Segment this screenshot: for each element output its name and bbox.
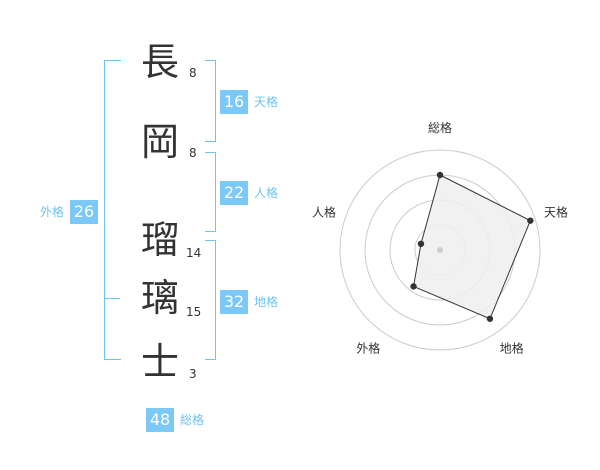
radar-point-3: [486, 315, 494, 322]
radar-point-5: [417, 240, 425, 248]
gaikaku-bracket: [104, 60, 121, 360]
stroke-count-2: 8: [189, 146, 197, 160]
stroke-count-5: 3: [189, 367, 197, 381]
soukaku-badge: 48: [146, 408, 174, 432]
radar-point-1: [436, 171, 444, 179]
name-char-1: 長: [140, 40, 179, 84]
radar-ring-4: [339, 149, 541, 351]
radar-point-2: [527, 217, 534, 224]
jinkaku-badge: 22: [220, 181, 248, 205]
radar-axis-label-4: 外格: [356, 341, 380, 356]
gaikaku-label: 外格: [40, 205, 65, 219]
gaikaku-bracket-stub: [104, 298, 120, 299]
chikaku-badge: 32: [220, 290, 248, 314]
radar-axis-label-3: 地格: [500, 341, 524, 356]
radar-axis-label-1: 総格: [428, 120, 452, 135]
jinkaku-label: 人格: [254, 186, 279, 200]
name-char-5: 士: [140, 340, 179, 384]
name-char-4: 璃: [140, 276, 179, 320]
gaikaku-badge: 26: [70, 200, 98, 224]
tenkaku-bracket: [205, 60, 216, 142]
radar-series-area: [412, 174, 531, 320]
name-char-2: 岡: [140, 120, 179, 164]
chikaku-bracket: [205, 240, 216, 360]
chikaku-label: 地格: [254, 295, 279, 309]
stroke-count-4: 15: [186, 305, 202, 319]
name-char-3: 瑠: [140, 218, 179, 262]
radar-axis-label-5: 人格: [312, 204, 336, 219]
radar-axis-label-2: 天格: [544, 204, 568, 219]
tenkaku-badge: 16: [220, 90, 248, 114]
stroke-count-3: 14: [186, 246, 202, 260]
radar-point-4: [410, 283, 417, 290]
tenkaku-label: 天格: [254, 95, 279, 109]
radar-center-dot: [437, 247, 443, 253]
jinkaku-bracket: [205, 152, 216, 232]
soukaku-label: 総格: [180, 413, 205, 427]
stroke-count-1: 8: [189, 66, 197, 80]
